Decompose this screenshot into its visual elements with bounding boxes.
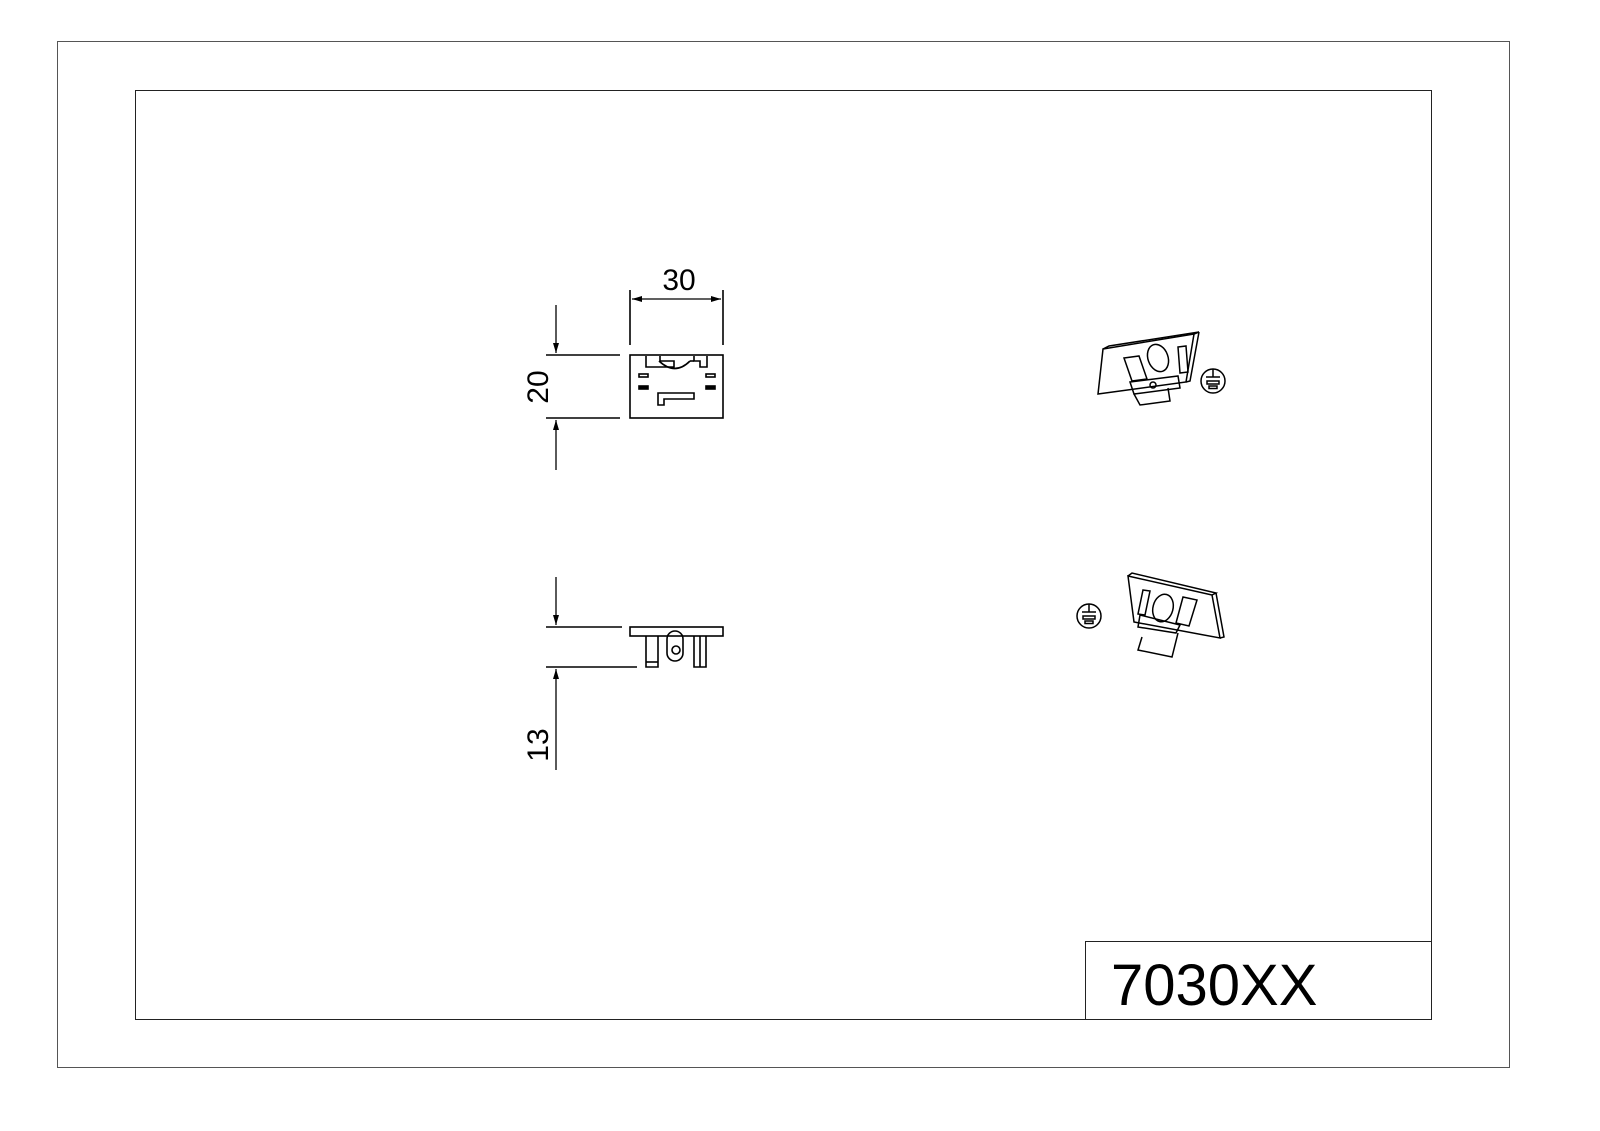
- title-block: 7030XX: [1085, 941, 1432, 1020]
- isometric-view-2: [1127, 572, 1225, 658]
- width-dimension-label: 30: [662, 264, 695, 297]
- ground-earth-icon: [1076, 603, 1102, 629]
- outer-frame: [57, 41, 1510, 1068]
- front-view: [546, 290, 724, 470]
- depth-dimension-label: 13: [522, 728, 555, 761]
- isometric-view-1: [1097, 331, 1200, 406]
- part-number: 7030XX: [1111, 953, 1318, 1018]
- height-dimension-label: 20: [522, 370, 555, 403]
- ground-earth-icon: [1200, 368, 1226, 394]
- inner-frame: [135, 90, 1432, 1020]
- top-view: [546, 577, 724, 770]
